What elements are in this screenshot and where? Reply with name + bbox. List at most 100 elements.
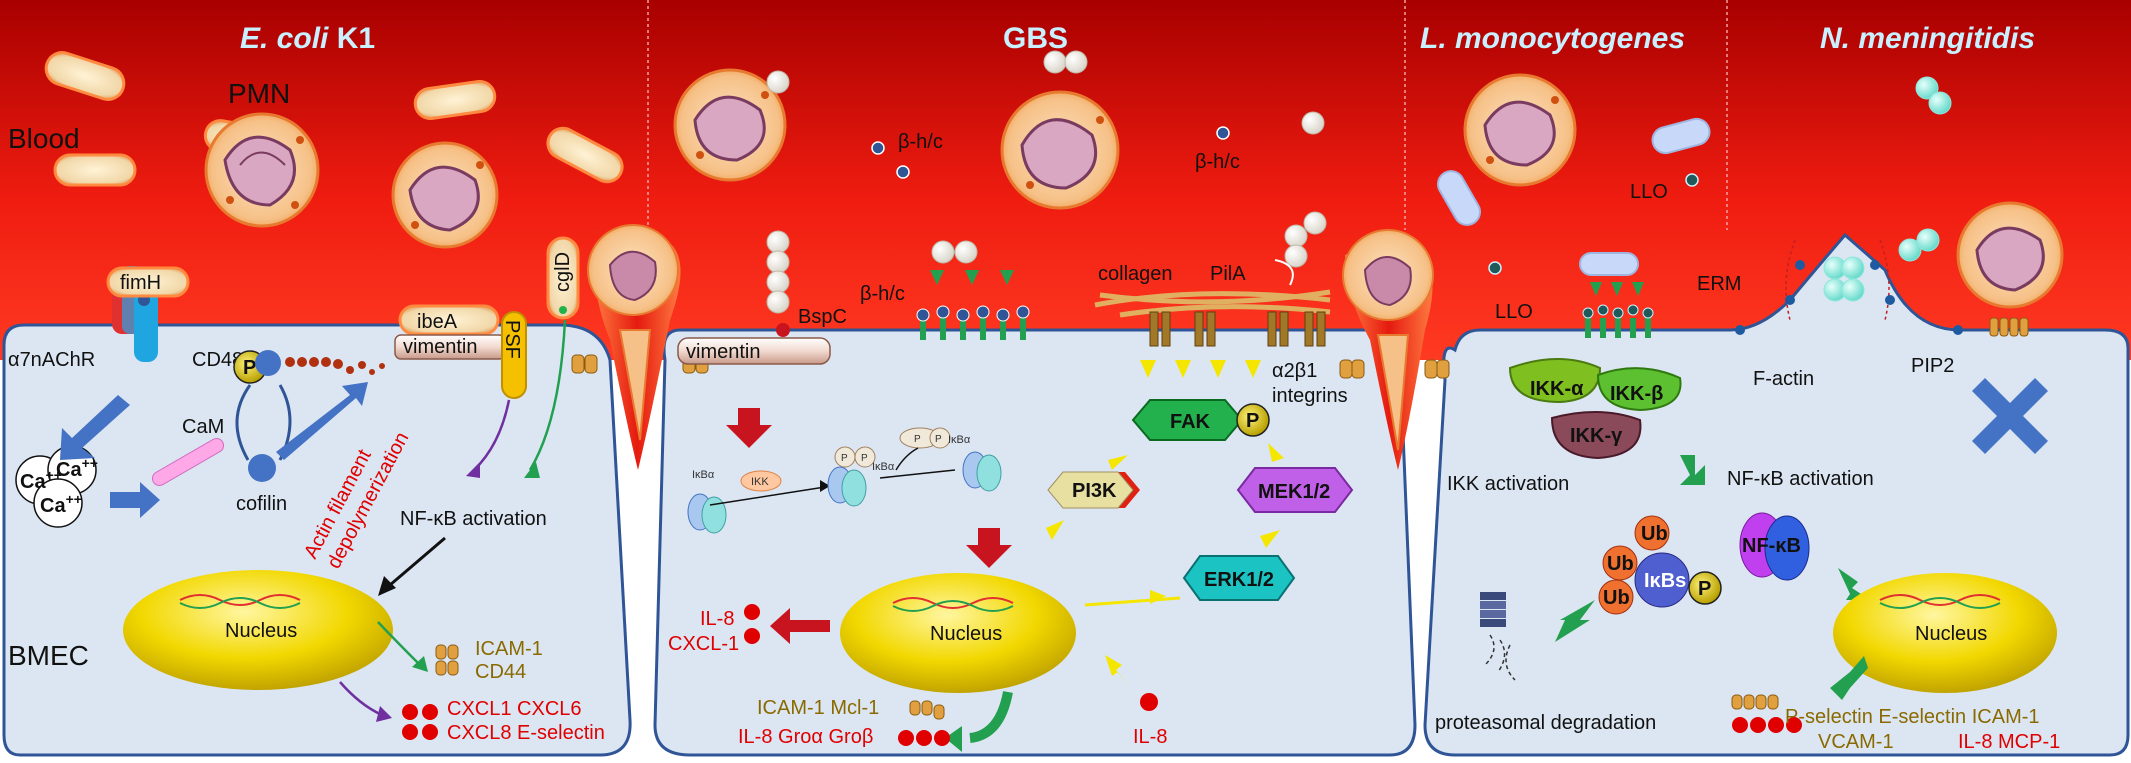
ikk-complex [1508, 358, 1682, 460]
neutrophil [1000, 90, 1120, 210]
label-llo-2: LLO [1630, 181, 1668, 203]
green-arrow-lm-out [1830, 656, 1868, 700]
label-nfkb-activation-ecoli: NF-κB activation [400, 508, 547, 530]
block-x-icon [1972, 378, 2048, 454]
nucleus-ecoli [123, 570, 393, 690]
nfkb-to-nucleus-arrow [389, 536, 446, 587]
llo-particles [1488, 173, 1699, 275]
chemokine-stars-gbs-left [744, 604, 760, 644]
label-llo-1: LLO [1495, 301, 1533, 323]
label-pila: PilA [1210, 263, 1246, 285]
chemokine-stars-ecoli [402, 704, 438, 740]
label-erm: ERM [1697, 273, 1741, 295]
neutrophil [391, 141, 499, 249]
label-nucleus-ecoli: Nucleus [225, 620, 297, 642]
beta-hc-particles [871, 126, 1230, 179]
green-arrow-nfkb [1838, 568, 1870, 600]
label-cxcl-line1: CXCL1 CXCL6 [447, 698, 582, 720]
label-cgld: cglD [552, 252, 574, 292]
panel-title-ecoli: E. coli K1 [240, 22, 375, 55]
label-pmn: PMN [228, 78, 290, 109]
nfkb-arrowhead [378, 576, 396, 596]
red-arrow-gbs-3 [770, 608, 830, 644]
cgld-arrow [528, 319, 567, 471]
panel-dividers [647, 0, 1728, 230]
fak-node [1131, 399, 1270, 441]
label-p-gbs-3: P [914, 434, 921, 445]
chemokine-stars-lm [1732, 717, 1802, 733]
label-ikba-3: IκBα [948, 434, 971, 446]
panel-title-listeria: L. monocytogenes [1420, 22, 1685, 55]
gbs-cocci [766, 50, 1327, 314]
label-lm-out-line1: P-selectin E-selectin ICAM-1 [1785, 706, 2040, 728]
label-bspc: BspC [798, 306, 847, 328]
neutrophil [673, 68, 787, 182]
label-bmec: BMEC [8, 640, 89, 671]
label-ca-3: Ca++ [40, 491, 82, 517]
bspc-dot [776, 323, 790, 337]
label-ca-1: Ca++ [20, 467, 62, 493]
nucleus-out-arrow-1 [377, 621, 421, 666]
label-ub-3: Ub [1603, 587, 1630, 609]
erk-node [1182, 555, 1296, 601]
adhesion-molecules-lm [1731, 694, 1779, 710]
panel-title-neisseria: N. meningitidis [1820, 22, 2035, 55]
il8-star-right [1140, 693, 1158, 711]
bhc-green-arrows [930, 270, 1014, 285]
vimentin-gbs [677, 337, 831, 365]
label-cd48: CD48 [192, 349, 243, 371]
green-arrow-gbs [969, 690, 1013, 743]
transmigrating-neutrophil-2 [1339, 229, 1450, 470]
label-ikk-alpha: IKK-α [1530, 378, 1584, 400]
label-collagen: collagen [1098, 263, 1173, 285]
cofilin [248, 454, 276, 482]
listeria-rods [1437, 117, 1711, 276]
label-ca-2: Ca++ [56, 455, 98, 481]
proteasome [1480, 592, 1516, 681]
label-gbs-out-line2: IL-8 Groα Groβ [738, 726, 873, 748]
green-arrow-proteasome [1555, 600, 1595, 642]
label-fimh: fimH [120, 272, 161, 294]
label-nfkb-activation-lm: NF-κB activation [1727, 468, 1874, 490]
label-p-gbs-2: P [861, 453, 868, 464]
llo-receptors [1582, 282, 1654, 338]
label-cxcl-line2: CXCL8 E-selectin [447, 722, 605, 744]
label-ub-2: Ub [1607, 553, 1634, 575]
label-vimentin-ecoli: vimentin [403, 336, 477, 358]
label-mek: MEK1/2 [1258, 481, 1330, 503]
psf-arrowhead [466, 462, 480, 478]
label-ikbs: IκBs [1644, 570, 1686, 592]
label-factin: F-actin [1753, 368, 1814, 390]
yellow-cascade-arrows [1046, 443, 1284, 607]
label-pi3k: PI3K [1072, 480, 1117, 502]
neutrophil [204, 112, 320, 228]
label-ikba-2: IκBα [872, 461, 895, 473]
label-nucleus-gbs: Nucleus [930, 623, 1002, 645]
label-cd44-ecoli: CD44 [475, 661, 526, 683]
erm-protrusion [1735, 239, 1963, 335]
cofilin-p [255, 350, 281, 376]
cofilin-cycle-arrow [235, 384, 252, 461]
label-ikk-beta: IKK-β [1610, 383, 1663, 405]
chemokine-stars-gbs [898, 730, 950, 746]
integrins [1149, 311, 1326, 347]
calmodulin [151, 438, 225, 486]
label-lm-out-line2a: VCAM-1 [1818, 731, 1894, 753]
label-ub-1: Ub [1641, 523, 1668, 545]
label-il8-gbs-right: IL-8 [1133, 726, 1167, 748]
label-integrins-line2: integrins [1272, 385, 1348, 407]
label-p-ecoli: P [243, 357, 256, 379]
arrowhead [376, 706, 392, 722]
neisseria-diplococci [1823, 76, 1952, 302]
yellow-arrow-il8 [1105, 655, 1130, 688]
label-bhc-2: β-h/c [898, 131, 943, 153]
label-cxcl1-gbs: CXCL-1 [668, 633, 739, 655]
label-blood: Blood [8, 123, 80, 154]
label-fak: FAK [1170, 411, 1211, 433]
label-cofilin: cofilin [236, 493, 287, 515]
label-p-gbs-4: P [935, 434, 942, 445]
label-icam1-ecoli: ICAM-1 [475, 638, 543, 660]
label-nucleus-lm: Nucleus [1915, 623, 1987, 645]
actin-beads [285, 357, 385, 375]
